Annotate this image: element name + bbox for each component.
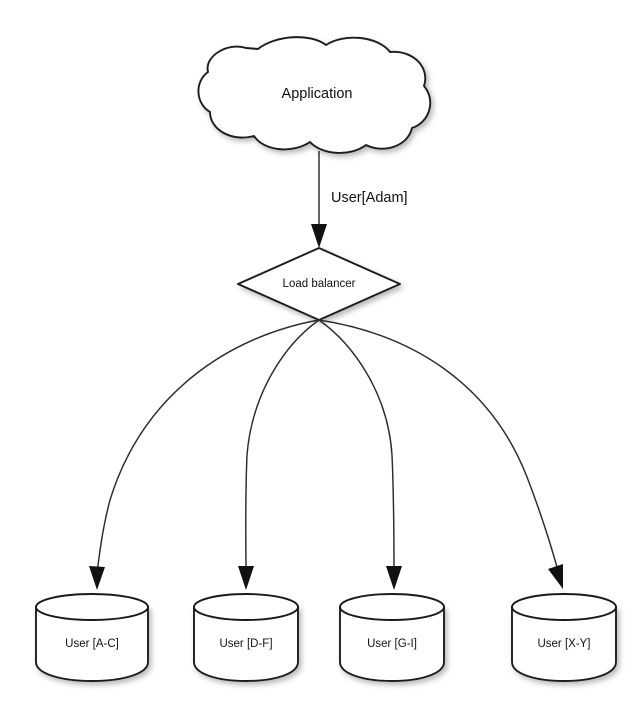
cylinder-top-3: [339, 593, 445, 621]
cylinder-top-1: [35, 593, 149, 621]
shard-edge-line-4: [318, 319, 559, 572]
lb-to-shard-g-i-edge[interactable]: [318, 319, 402, 590]
load-balancer-node[interactable]: Load balancer: [237, 247, 401, 321]
shard-edge-arrowhead-4: [548, 564, 563, 589]
application-cloud-node[interactable]: Application: [197, 36, 432, 154]
shard-d-f-node[interactable]: User [D-F]: [193, 593, 299, 682]
shard-g-i-node[interactable]: User [G-I]: [339, 593, 445, 682]
shard-d-f-label: User [D-F]: [219, 638, 272, 650]
shard-edge-arrowhead-1: [89, 566, 105, 590]
cylinder-body-2: [193, 606, 299, 682]
cloud-shape: [197, 36, 432, 154]
request-edge-label: User[Adam]: [331, 190, 408, 206]
cylinder-top-4: [511, 593, 617, 621]
cylinder-body-4: [511, 606, 617, 682]
shard-x-y-label: User [X-Y]: [537, 638, 590, 650]
lb-to-shard-x-y-edge[interactable]: [318, 319, 563, 589]
load-balancer-label: Load balancer: [283, 278, 356, 290]
request-edge-arrowhead: [311, 224, 327, 248]
shard-a-c-label: User [A-C]: [65, 638, 119, 650]
lb-to-shard-d-f-edge[interactable]: [238, 319, 320, 590]
shard-g-i-label: User [G-I]: [367, 638, 417, 650]
shard-a-c-node[interactable]: User [A-C]: [35, 593, 149, 682]
shard-edge-line-1: [96, 319, 320, 574]
shard-edge-arrowhead-2: [238, 566, 254, 590]
shard-edge-arrowhead-3: [386, 566, 402, 590]
cylinder-top-2: [193, 593, 299, 621]
application-cloud-label: Application: [282, 86, 353, 102]
shard-x-y-node[interactable]: User [X-Y]: [511, 593, 617, 682]
cylinder-body-3: [339, 606, 445, 682]
shard-edge-line-2: [245, 319, 320, 574]
lb-to-shard-a-c-edge[interactable]: [89, 319, 320, 590]
application-to-load-balancer-edge[interactable]: User[Adam]: [311, 151, 408, 248]
shard-edge-line-3: [318, 319, 395, 574]
cylinder-body-1: [35, 606, 149, 682]
